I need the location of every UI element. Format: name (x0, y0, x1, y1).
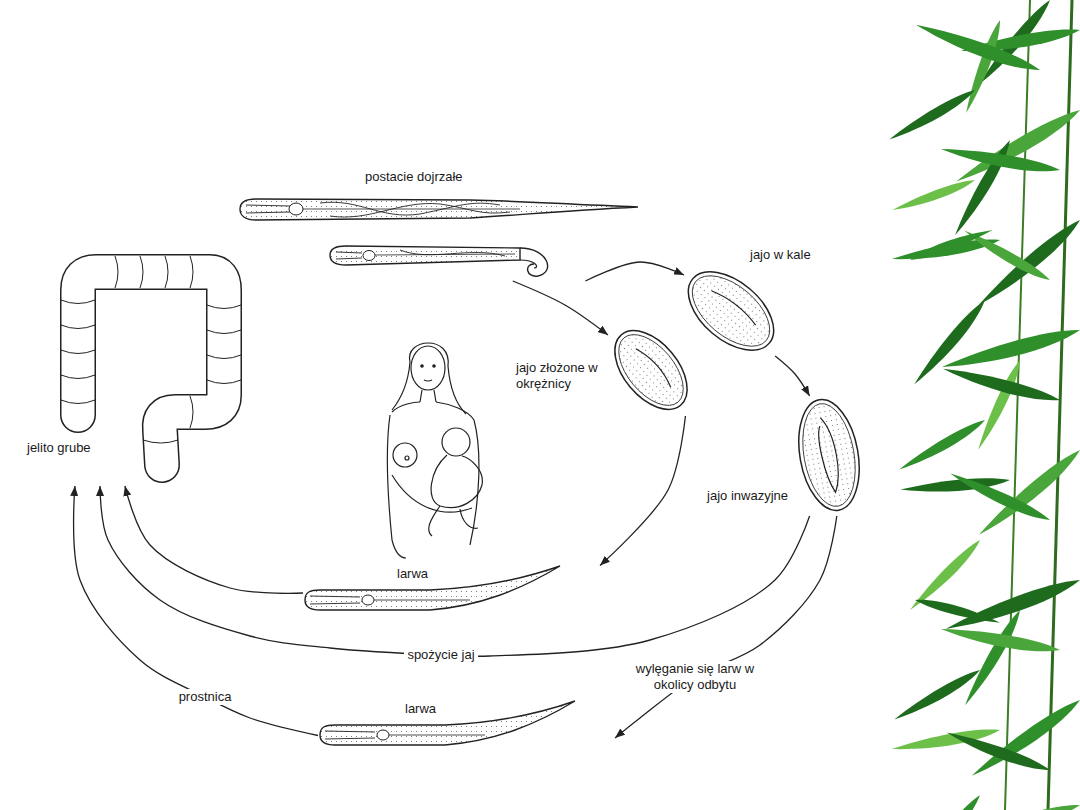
larva-lower (320, 701, 575, 745)
stage-figure: jajo złożone w okrężnicy (608, 326, 696, 416)
egg-laid-in-colon (601, 317, 702, 422)
stage-figure: larwa (303, 563, 600, 613)
mother-and-infant (387, 343, 482, 558)
arrow-label: spożycie jaj (404, 647, 477, 663)
bamboo-decoration (887, 0, 1080, 810)
arrow-label: wylęganie się larw w okolicy odbytu (627, 661, 763, 693)
large-intestine (61, 256, 241, 465)
stage-label: larwa (405, 701, 436, 717)
stage-label: postacie dojrzałe (365, 169, 463, 185)
stage-label: jajo w kale (750, 247, 811, 263)
cycle-arrow (585, 262, 684, 281)
adult-worms (240, 199, 638, 276)
invasive-egg (791, 395, 868, 515)
stage-figure: jajo inwazyjne (796, 396, 864, 516)
stage-figure: postacie dojrzałe (238, 193, 642, 281)
stage-label: jajo złożone w okrężnicy (516, 360, 616, 392)
cycle-arrow (615, 516, 837, 738)
cycle-arrow (775, 356, 809, 396)
stage-label: jajo inwazyjne (707, 488, 788, 504)
stage-figure: larwa (318, 698, 615, 748)
larva-upper (305, 566, 560, 610)
egg-in-feces (674, 257, 788, 366)
cycle-arrow (600, 416, 685, 566)
arrow-label: prostnica (176, 689, 235, 705)
cycle-arrow (100, 486, 810, 656)
cycle-arrow (125, 486, 303, 593)
stage-figure: jajo w kale (684, 266, 780, 356)
stage-label: larwa (397, 566, 428, 582)
cycle-arrow (74, 486, 318, 736)
cycle-arrow (513, 281, 608, 335)
stage-figure: jelito grube (55, 250, 245, 486)
stage-label: jelito grube (27, 440, 91, 456)
